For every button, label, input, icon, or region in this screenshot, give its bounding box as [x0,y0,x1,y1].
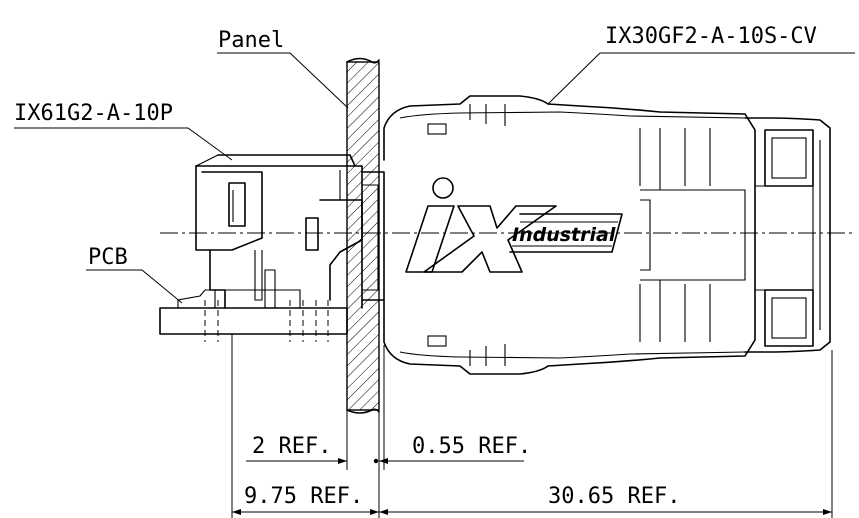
panel-label: Panel [218,28,284,53]
pcb-leader [86,269,183,304]
receptacle-leader [14,127,233,161]
dim-panel-thickness: 2 REF. [252,434,331,459]
dim-gap: 0.55 REF. [412,434,531,459]
pcb-board [159,269,348,342]
plug-leader [547,52,601,105]
plug-body [383,95,831,375]
logo-text: Industrial [512,224,616,246]
receptacle-label: IX61G2-A-10P [14,101,173,126]
dim-receptacle-depth: 9.75 REF. [244,484,363,509]
pcb-label: PCB [88,245,128,270]
plug-label: IX30GF2-A-10S-CV [605,24,817,49]
panel-leader [217,52,349,109]
panel [346,57,380,414]
dim-plug-length: 30.65 REF. [548,484,680,509]
receptacle-body [195,154,385,309]
